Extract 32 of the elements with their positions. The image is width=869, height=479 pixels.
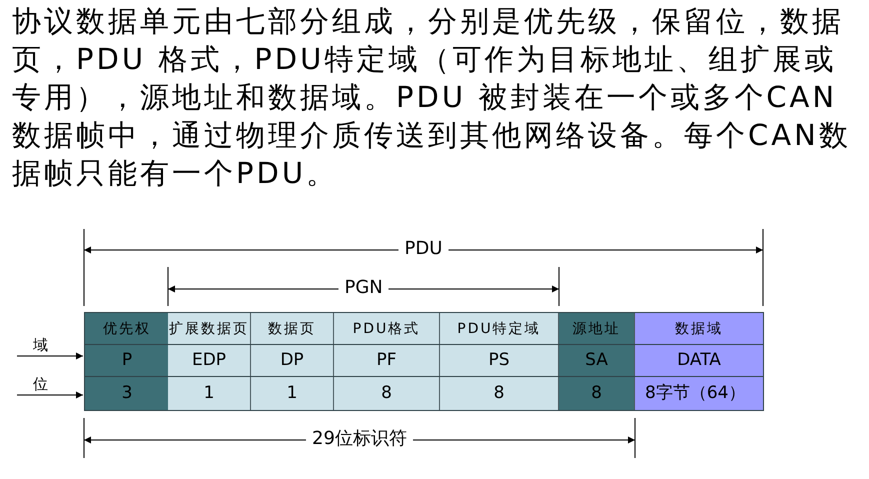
table-cell: 8 xyxy=(559,377,635,410)
row-label: 域 xyxy=(33,337,48,353)
table-cell: PDU特定域 xyxy=(440,313,559,344)
table-cell: DATA xyxy=(635,345,763,376)
table-cell: 优先权 xyxy=(85,313,170,344)
arrow xyxy=(16,392,84,398)
table-cell: 3 xyxy=(85,377,170,410)
table-cell: EDP xyxy=(168,345,251,376)
table-row xyxy=(84,344,764,377)
table-cell: 源地址 xyxy=(559,313,635,344)
table-row xyxy=(84,376,764,411)
table-cell: 数据域 xyxy=(635,313,763,344)
arrow xyxy=(16,352,84,360)
table-cell: 8字节（64） xyxy=(635,377,763,410)
row-label: 位 xyxy=(33,376,48,392)
table-cell: P xyxy=(85,345,170,376)
table-row xyxy=(84,312,764,345)
dimension-label: PGN xyxy=(344,278,383,298)
table-cell: 8 xyxy=(334,377,440,410)
paragraph: 协议数据单元由七部分组成，分别是优先级，保留位，数据页，PDU 格式，PDU特定域（可作为目标地址、组扩展或专用），源地址和数据域。PDU 被封装在一个或多个CAN数据帧中，通过物理介质传送到其他网络设备。每个CAN数据帧只能有一个PDU。 xyxy=(12,3,852,192)
dimension-label: PDU xyxy=(404,239,442,259)
table-cell: 1 xyxy=(251,377,334,410)
table-cell: PF xyxy=(334,345,440,376)
dimension-label: 29位标识符 xyxy=(312,429,407,449)
table-cell: PS xyxy=(440,345,559,376)
table-cell: SA xyxy=(559,345,635,376)
table-cell: 1 xyxy=(168,377,251,410)
table-cell: 扩展数据页 xyxy=(168,313,251,344)
table-cell: 数据页 xyxy=(251,313,334,344)
table-cell: DP xyxy=(251,345,334,376)
table-cell: PDU格式 xyxy=(334,313,440,344)
table-cell: 8 xyxy=(440,377,559,410)
